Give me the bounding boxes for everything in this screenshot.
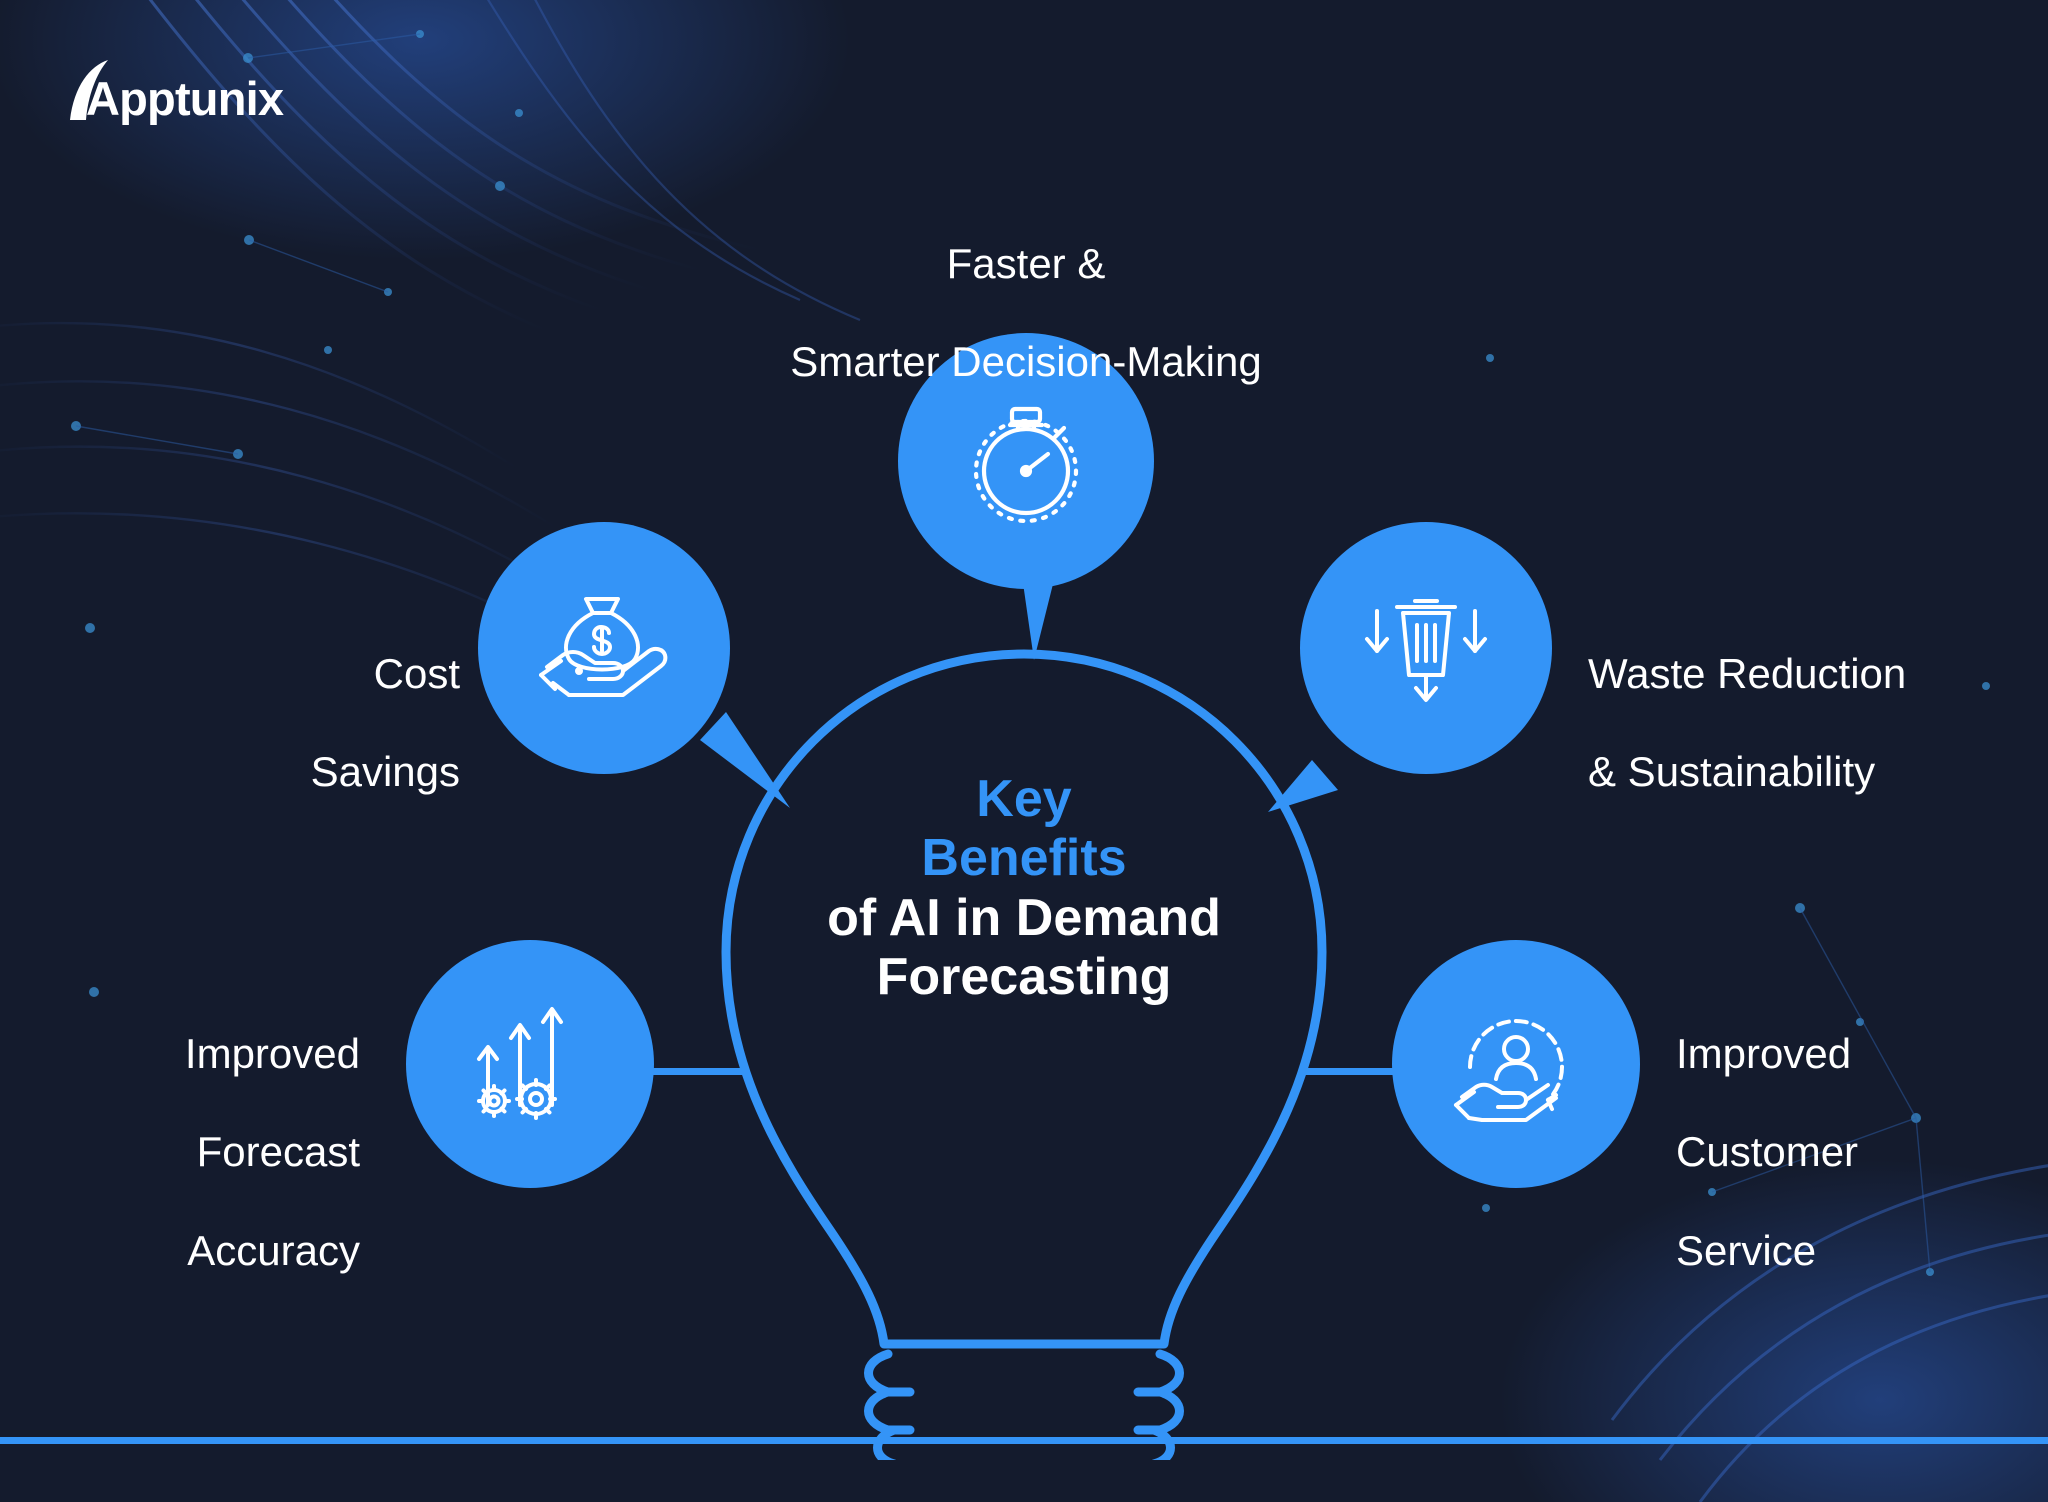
label-line-1: Faster &: [946, 240, 1106, 288]
money-bag-in-hand-icon: [539, 597, 668, 697]
node-faster-smarter-decision-making[interactable]: [898, 333, 1154, 589]
trash-bin-down-arrows-icon: [1365, 599, 1487, 702]
label-faster-smarter-decision-making: Faster & Smarter Decision-Making: [676, 190, 1376, 436]
brand-logo[interactable]: Apptunix: [56, 58, 284, 125]
label-line-2: Forecast: [196, 1128, 360, 1176]
stopwatch-icon: [973, 406, 1079, 524]
label-improved-customer-service: Improved Customer Service: [1676, 980, 2016, 1324]
label-improved-forecast-accuracy: Improved Forecast Accuracy: [60, 980, 360, 1324]
label-line-2: & Sustainability: [1588, 748, 1876, 796]
center-title-white-line1: of AI in Demand: [827, 888, 1221, 947]
label-waste-reduction-sustainability: Waste Reduction & Sustainability: [1588, 600, 2028, 846]
label-line-2: Smarter Decision-Making: [790, 338, 1262, 386]
node-improved-customer-service[interactable]: [1392, 940, 1640, 1188]
label-line-1: Waste Reduction: [1588, 650, 1907, 698]
label-cost-savings: Cost Savings: [180, 600, 460, 846]
label-line-1: Cost: [373, 650, 460, 698]
label-line-2: Savings: [310, 748, 460, 796]
center-title-accent-line1: Key: [976, 770, 1072, 828]
label-line-3: Accuracy: [187, 1226, 360, 1274]
node-improved-forecast-accuracy[interactable]: [406, 940, 654, 1188]
center-title-accent-line2: Benefits: [921, 829, 1127, 888]
label-line-1: Improved: [184, 1030, 360, 1078]
label-line-1: Improved: [1676, 1030, 1852, 1078]
lightbulb-outline: [721, 649, 1327, 1460]
bottom-accent-rule: [0, 1437, 2048, 1444]
center-title-block: Key Benefits of AI in Demand Forecasting: [712, 770, 1336, 1007]
center-title-white-line2: Forecasting: [876, 947, 1172, 1006]
node-cost-savings[interactable]: [478, 522, 730, 774]
node-waste-reduction-sustainability[interactable]: [1300, 522, 1552, 774]
apptunix-logo-mark: [70, 60, 108, 120]
customer-care-hand-icon: [1454, 1019, 1564, 1122]
growth-arrows-gears-icon: [477, 1007, 563, 1120]
label-line-2: Customer: [1676, 1128, 1859, 1176]
label-line-3: Service: [1676, 1226, 1817, 1274]
brand-logo-text: Apptunix: [86, 72, 284, 125]
